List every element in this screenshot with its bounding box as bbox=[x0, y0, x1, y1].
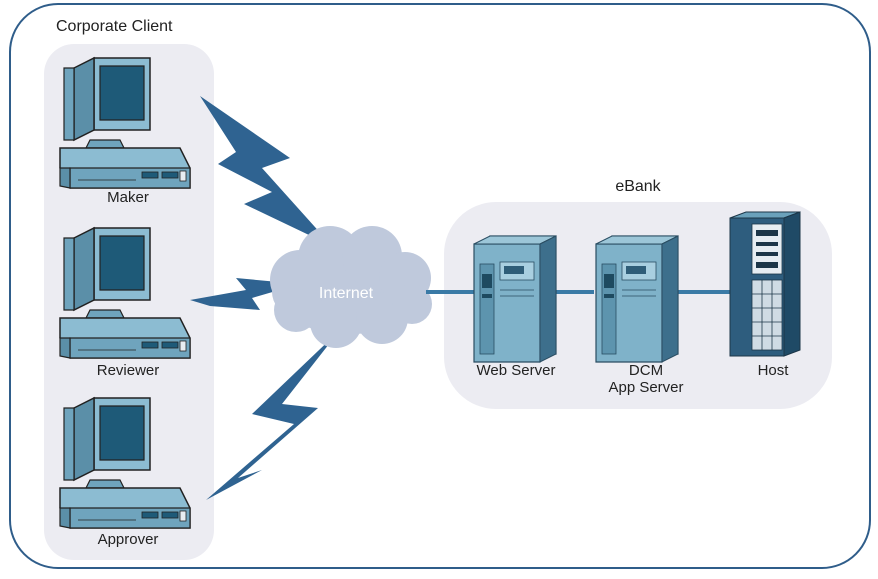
client-group-title: Corporate Client bbox=[56, 18, 173, 35]
server-label-app-line2: App Server bbox=[608, 379, 684, 396]
workstation-label-approver: Approver bbox=[97, 531, 159, 548]
web-server-icon bbox=[473, 235, 557, 363]
server-label-host: Host bbox=[757, 362, 789, 379]
workstation-label-reviewer: Reviewer bbox=[96, 362, 160, 379]
connection-bolt-approver bbox=[206, 330, 340, 500]
bank-group-title: eBank bbox=[615, 178, 661, 195]
host-mainframe-icon bbox=[729, 211, 801, 357]
connection-bolt-maker bbox=[200, 96, 332, 246]
internet-cloud-icon bbox=[270, 226, 432, 348]
server-label-app: DCM App Server bbox=[608, 362, 683, 396]
workstation-label-maker: Maker bbox=[107, 189, 149, 206]
server-label-app-line1: DCM bbox=[628, 362, 664, 379]
app-server-icon bbox=[595, 235, 679, 363]
server-label-web: Web Server bbox=[476, 362, 556, 379]
internet-label: Internet bbox=[318, 285, 374, 302]
outer-frame bbox=[9, 3, 871, 569]
